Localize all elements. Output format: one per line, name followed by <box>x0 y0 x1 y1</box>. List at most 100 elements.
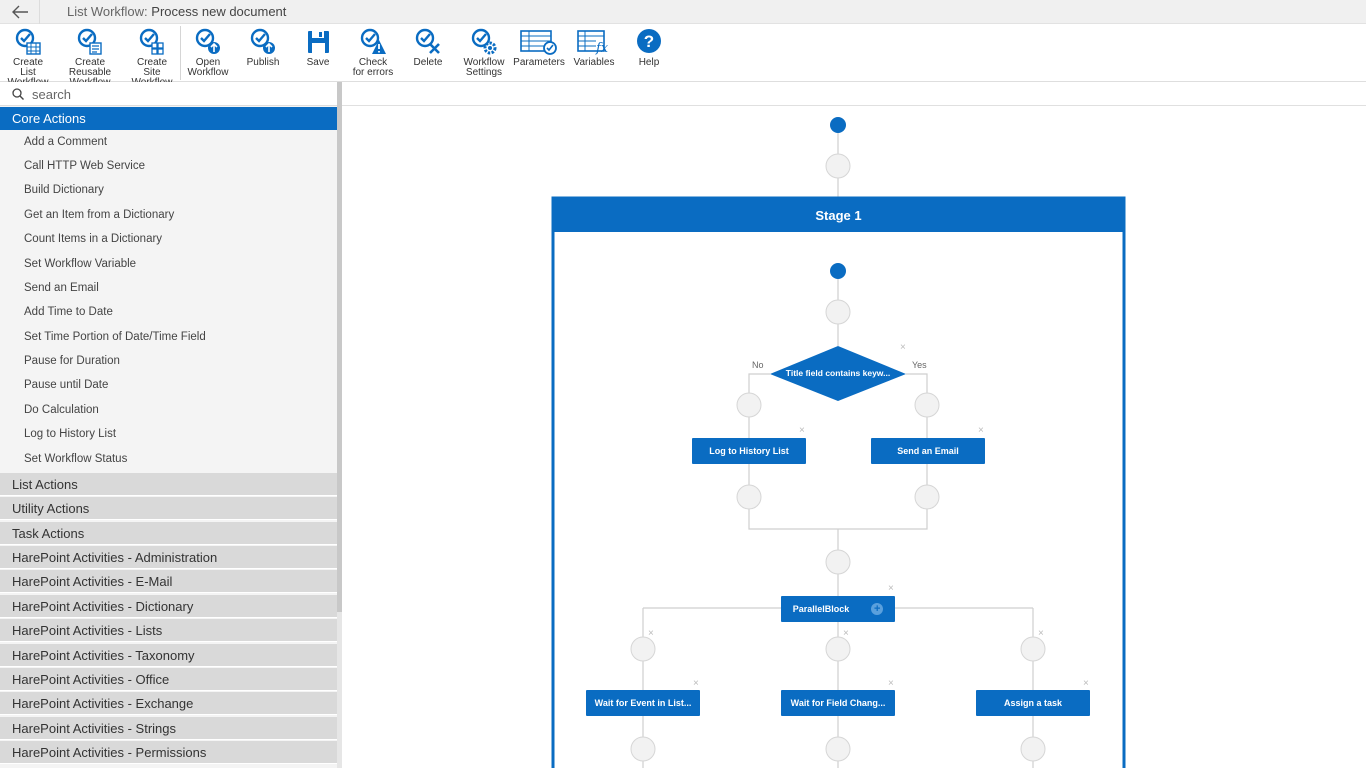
svg-text:fx: fx <box>595 41 609 56</box>
delete-button[interactable]: Delete <box>408 28 448 68</box>
category-harepoint-email[interactable]: HarePoint Activities - E-Mail <box>0 570 337 593</box>
condition-label[interactable]: Title field contains keyw... <box>785 368 891 378</box>
core-action-item[interactable]: Pause for Duration <box>24 355 120 367</box>
core-action-item[interactable]: Pause until Date <box>24 379 109 391</box>
category-harepoint-strings[interactable]: HarePoint Activities - Strings <box>0 717 337 740</box>
action-wait-for-event[interactable]: Wait for Event in List... <box>586 690 700 716</box>
category-harepoint-dictionary[interactable]: HarePoint Activities - Dictionary <box>0 595 337 618</box>
variables-button[interactable]: fx Variables <box>572 28 616 68</box>
branch-yes-label: Yes <box>912 360 927 370</box>
workflow-name: Process new document <box>151 4 287 19</box>
remove-branch-icon[interactable]: × <box>1038 628 1044 639</box>
settings-label-1: Workflow <box>463 57 505 68</box>
svg-text:?: ? <box>644 32 654 51</box>
back-button[interactable] <box>0 0 40 24</box>
remove-action-icon[interactable]: × <box>799 425 805 436</box>
core-action-item[interactable]: Set Workflow Status <box>24 453 128 465</box>
core-action-item[interactable]: Do Calculation <box>24 404 99 416</box>
category-harepoint-permissions[interactable]: HarePoint Activities - Permissions <box>0 741 337 764</box>
check-errors-icon <box>359 28 387 56</box>
save-disk-icon <box>304 28 332 56</box>
action-wait-for-field-change[interactable]: Wait for Field Chang... <box>781 690 895 716</box>
actions-sidebar: Core Actions Add a Comment Call HTTP Web… <box>0 82 342 768</box>
category-utility-actions[interactable]: Utility Actions <box>0 497 337 520</box>
parallel-block[interactable]: ParallelBlock+ <box>781 596 895 622</box>
workflow-diagram <box>551 117 1126 768</box>
action-send-email[interactable]: Send an Email <box>871 438 985 464</box>
category-harepoint-administration[interactable]: HarePoint Activities - Administration <box>0 546 337 569</box>
parameters-button[interactable]: Parameters <box>513 28 565 68</box>
title-bar: List Workflow: Process new document <box>0 0 1366 24</box>
remove-branch-icon[interactable]: × <box>648 628 654 639</box>
core-action-item[interactable]: Add a Comment <box>24 136 108 148</box>
variables-fx-icon: fx <box>576 28 612 56</box>
open-workflow-icon <box>194 28 222 56</box>
publish-label: Publish <box>246 57 280 68</box>
category-harepoint-taxonomy[interactable]: HarePoint Activities - Taxonomy <box>0 644 337 667</box>
check-for-errors-button[interactable]: Check for errors <box>350 28 396 78</box>
back-arrow-icon <box>11 5 28 19</box>
create-site-workflow-button[interactable]: Create Site Workflow <box>128 28 176 88</box>
add-branch-icon[interactable]: + <box>871 603 884 615</box>
workflow-start-dot <box>830 117 846 133</box>
core-action-item[interactable]: Set Time Portion of Date/Time Field <box>24 331 206 343</box>
insert-point <box>825 153 851 179</box>
canvas-header-strip <box>342 82 1366 106</box>
core-action-item[interactable]: Get an Item from a Dictionary <box>24 209 175 221</box>
action-log-to-history[interactable]: Log to History List <box>692 438 806 464</box>
category-harepoint-office[interactable]: HarePoint Activities - Office <box>0 668 337 691</box>
check-label-1: Check <box>358 57 388 68</box>
create-list-workflow-button[interactable]: Create List Workflow <box>4 28 52 88</box>
workflow-settings-button[interactable]: Workflow Settings <box>460 28 508 78</box>
section-core-actions[interactable]: Core Actions <box>0 107 337 130</box>
help-label: Help <box>638 57 660 68</box>
core-action-item[interactable]: Build Dictionary <box>24 184 104 196</box>
help-question-icon: ? <box>635 28 663 56</box>
core-action-item[interactable]: Send an Email <box>24 282 99 294</box>
settings-gear-icon <box>470 28 498 56</box>
create-list-label-1: Create List <box>12 57 43 78</box>
remove-action-icon[interactable]: × <box>978 425 984 436</box>
parameters-icon <box>519 28 559 56</box>
core-action-item[interactable]: Set Workflow Variable <box>24 258 137 270</box>
stage-start-dot <box>830 263 846 279</box>
open-workflow-button[interactable]: Open Workflow <box>186 28 230 78</box>
sidebar-scrollbar-thumb[interactable] <box>337 82 342 612</box>
category-task-actions[interactable]: Task Actions <box>0 522 337 545</box>
action-assign-task[interactable]: Assign a task <box>976 690 1090 716</box>
core-action-item[interactable]: Count Items in a Dictionary <box>24 233 163 245</box>
help-button[interactable]: ? Help <box>628 28 670 68</box>
workflow-designer-canvas: Stage 1 Title field contains keyw... No … <box>342 106 1366 768</box>
insert-point <box>914 484 940 510</box>
insert-point <box>825 736 851 762</box>
remove-action-icon[interactable]: × <box>888 678 894 689</box>
condition-diamond <box>770 346 906 401</box>
remove-action-icon[interactable]: × <box>1083 678 1089 689</box>
category-harepoint-lists[interactable]: HarePoint Activities - Lists <box>0 619 337 642</box>
ribbon-separator <box>180 26 181 80</box>
category-harepoint-exchange[interactable]: HarePoint Activities - Exchange <box>0 692 337 715</box>
search-input[interactable] <box>32 85 322 103</box>
insert-point <box>825 549 851 575</box>
publish-button[interactable]: Publish <box>242 28 284 68</box>
title-prefix: List Workflow: <box>67 4 152 19</box>
insert-point <box>630 636 656 662</box>
core-action-item[interactable]: Add Time to Date <box>24 306 113 318</box>
insert-point <box>736 484 762 510</box>
core-action-item[interactable]: Call HTTP Web Service <box>24 160 145 172</box>
remove-branch-icon[interactable]: × <box>843 628 849 639</box>
remove-condition-icon[interactable]: × <box>900 342 906 353</box>
create-site-label-1: Create Site <box>136 57 167 78</box>
remove-parallel-icon[interactable]: × <box>888 583 894 594</box>
save-button[interactable]: Save <box>298 28 338 68</box>
sidebar-scrollbar[interactable] <box>337 82 342 768</box>
remove-action-icon[interactable]: × <box>693 678 699 689</box>
stage-title[interactable]: Stage 1 <box>815 207 862 223</box>
category-list-actions[interactable]: List Actions <box>0 473 337 496</box>
delete-label: Delete <box>413 57 443 68</box>
core-action-item[interactable]: Log to History List <box>24 428 117 440</box>
create-reusable-workflow-button[interactable]: Create Reusable Workflow <box>54 28 126 88</box>
insert-point <box>825 299 851 325</box>
create-reusable-label-1: Create Reusable <box>68 57 112 78</box>
window-title: List Workflow: Process new document <box>67 4 286 19</box>
